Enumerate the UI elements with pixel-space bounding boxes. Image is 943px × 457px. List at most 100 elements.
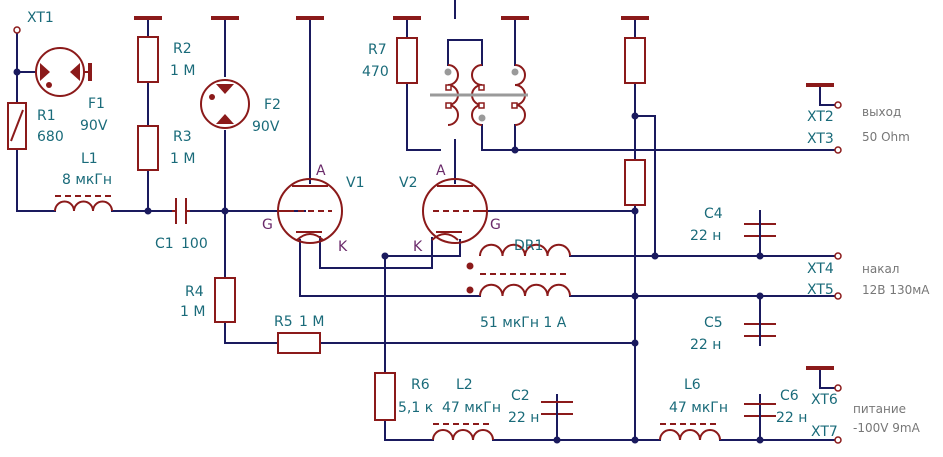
c4-ref: C4 — [704, 206, 723, 222]
inductor-l2 — [432, 423, 494, 441]
l2-ref: L2 — [456, 377, 473, 393]
c1-value: 100 — [181, 236, 208, 252]
junction-dot — [631, 339, 639, 347]
resistor-r4 — [214, 277, 236, 323]
capacitor-c1 — [172, 198, 190, 224]
junction-dot — [651, 252, 659, 260]
junction-dot — [13, 68, 21, 76]
resistor-r3 — [137, 125, 159, 171]
inductor-l1 — [54, 195, 113, 212]
l2-value: 47 мкГн — [442, 400, 501, 416]
capacitor-c5 — [744, 295, 776, 346]
capacitor-c2 — [541, 401, 573, 441]
resistors — [7, 36, 646, 421]
labels: XT1 XT2 XT3 XT4 XT5 XT6 XT7 R1 680 F1 90… — [27, 10, 930, 440]
terminal-xt6-pin — [834, 384, 842, 392]
r5-ref: R5 — [274, 314, 293, 330]
resistor-r1 — [7, 102, 27, 150]
r2-value: 1 M — [170, 63, 195, 79]
r1-ref: R1 — [37, 108, 56, 124]
terminal-xt7-pin — [834, 436, 842, 444]
tube-v1 — [277, 178, 343, 244]
r3-value: 1 M — [170, 151, 195, 167]
terminal-xt3-pin — [834, 146, 842, 154]
capacitor-c6 — [744, 403, 776, 441]
terminal-xt7-label: XT7 — [811, 424, 838, 440]
terminal-xt6-label: XT6 — [811, 392, 838, 408]
l1-ref: L1 — [81, 151, 98, 167]
terminal-xt2-label: XT2 — [807, 109, 834, 125]
terminals — [13, 26, 842, 444]
note-output-2: 50 Ohm — [862, 130, 910, 144]
r5-value: 1 M — [299, 314, 324, 330]
r6-ref: R6 — [411, 377, 430, 393]
tube-v2 — [422, 178, 488, 244]
c6-ref: C6 — [780, 388, 799, 404]
l6-value: 47 мкГн — [669, 400, 728, 416]
r2-ref: R2 — [173, 41, 192, 57]
junction-dot — [631, 112, 639, 120]
r7-ref: R7 — [368, 42, 387, 58]
resistor-r5 — [277, 332, 321, 354]
r4-ref: R4 — [185, 284, 204, 300]
c2-ref: C2 — [511, 388, 530, 404]
f2-ref: F2 — [264, 97, 281, 113]
note-heater-1: накал — [862, 262, 899, 276]
f1-ref: F1 — [88, 96, 105, 112]
junction-dot — [381, 252, 389, 260]
c6-value: 22 н — [776, 410, 807, 426]
junction-dot — [631, 436, 639, 444]
resistor-r7 — [396, 37, 418, 84]
ground-bars — [88, 16, 834, 370]
r7-value: 470 — [362, 64, 389, 80]
v1-grid-label: G — [262, 217, 273, 233]
resistor-r2 — [137, 36, 159, 83]
transformer — [430, 64, 528, 126]
c4-value: 22 н — [690, 228, 721, 244]
terminal-xt4-pin — [834, 252, 842, 260]
l6-ref: L6 — [684, 377, 701, 393]
terminal-xt2-pin — [834, 101, 842, 109]
terminal-xt5-pin — [834, 292, 842, 300]
c2-value: 22 н — [508, 410, 539, 426]
junction-dot — [221, 207, 229, 215]
c5-ref: C5 — [704, 315, 723, 331]
choke-dr1 — [466, 243, 571, 297]
r6-value: 5,1 к — [398, 400, 433, 416]
r4-value: 1 M — [180, 304, 205, 320]
terminal-xt1-pin — [13, 26, 21, 34]
v1-ref: V1 — [346, 175, 364, 191]
terminal-xt4-label: XT4 — [807, 261, 834, 277]
resistor-r6 — [374, 372, 396, 421]
r3-ref: R3 — [173, 129, 192, 145]
v1-anode-label: A — [316, 163, 326, 179]
v2-anode-label: A — [436, 163, 446, 179]
terminal-xt3-label: XT3 — [807, 131, 834, 147]
r1-value: 680 — [37, 129, 64, 145]
junction-dot — [631, 292, 639, 300]
arrester-f2 — [200, 79, 250, 129]
v1-cathode-label: K — [338, 239, 348, 255]
f2-value: 90V — [252, 119, 280, 135]
note-output-1: выход — [862, 105, 901, 119]
resistor-right-mid — [624, 159, 646, 206]
junction-dot — [511, 146, 519, 154]
note-supply-1: питание — [853, 402, 906, 416]
arrester-f1 — [35, 47, 90, 97]
dr1-ref: DR1 — [514, 238, 543, 254]
f1-value: 90V — [80, 118, 108, 134]
c1-ref: C1 — [155, 236, 174, 252]
note-supply-2: -100V 9mA — [853, 421, 921, 435]
dr1-value: 51 мкГн 1 А — [480, 315, 567, 331]
junction-dot — [144, 207, 152, 215]
note-heater-2: 12В 130мА — [862, 283, 930, 297]
terminal-xt1-label: XT1 — [27, 10, 54, 26]
terminal-xt5-label: XT5 — [807, 282, 834, 298]
v2-grid-label: G — [490, 217, 501, 233]
inductor-l6 — [659, 423, 721, 441]
v2-ref: V2 — [399, 175, 417, 191]
junction-dot — [631, 207, 639, 215]
v2-cathode-label: K — [413, 239, 423, 255]
resistor-right-top — [624, 37, 646, 84]
